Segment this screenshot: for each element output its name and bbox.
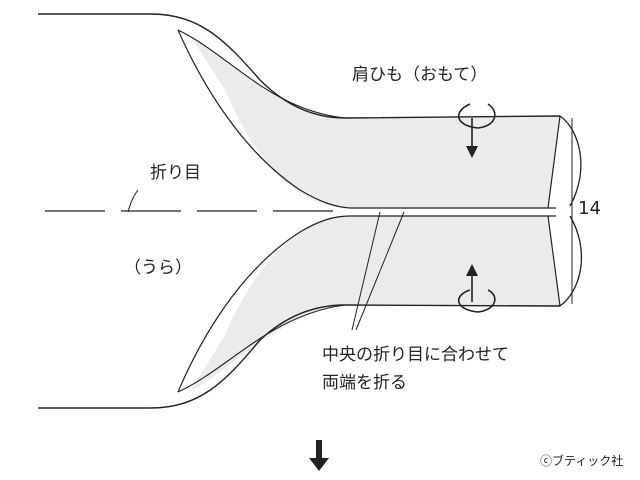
upper-outer-edge	[38, 13, 561, 119]
instruction-line-2: 両端を折る	[322, 373, 407, 393]
lower-inner-edge	[177, 215, 556, 393]
instruction-line-1: 中央の折り目に合わせて	[322, 345, 509, 365]
tube-end-lower	[559, 215, 583, 307]
lower-fold-edge	[177, 304, 346, 393]
back-side-label: （うら）	[124, 258, 192, 278]
instruction-leader-1	[351, 211, 381, 331]
fold-line-label: 折り目	[150, 163, 201, 183]
tube-end-upper	[559, 115, 582, 207]
upper-fold-panel	[190, 35, 560, 208]
strap-front-label: 肩ひも（おもて）	[352, 65, 488, 85]
upper-fold-edge	[177, 29, 346, 119]
upper-inner-edge	[177, 29, 556, 209]
lower-fold-panel	[190, 216, 560, 392]
tube-end-back-lower	[547, 215, 561, 307]
arrow-down-icon	[309, 440, 329, 471]
width-value-label: 14	[578, 198, 601, 219]
lower-outer-edge	[38, 304, 561, 409]
rotate-arrow-icon	[458, 103, 496, 158]
tube-end-back-upper	[547, 115, 561, 209]
instruction-leader-2	[355, 211, 405, 331]
fold-label-leader	[127, 189, 139, 213]
copyright-label: ⓒブティック社	[540, 454, 624, 468]
rotate-arrow-icon	[458, 264, 496, 313]
